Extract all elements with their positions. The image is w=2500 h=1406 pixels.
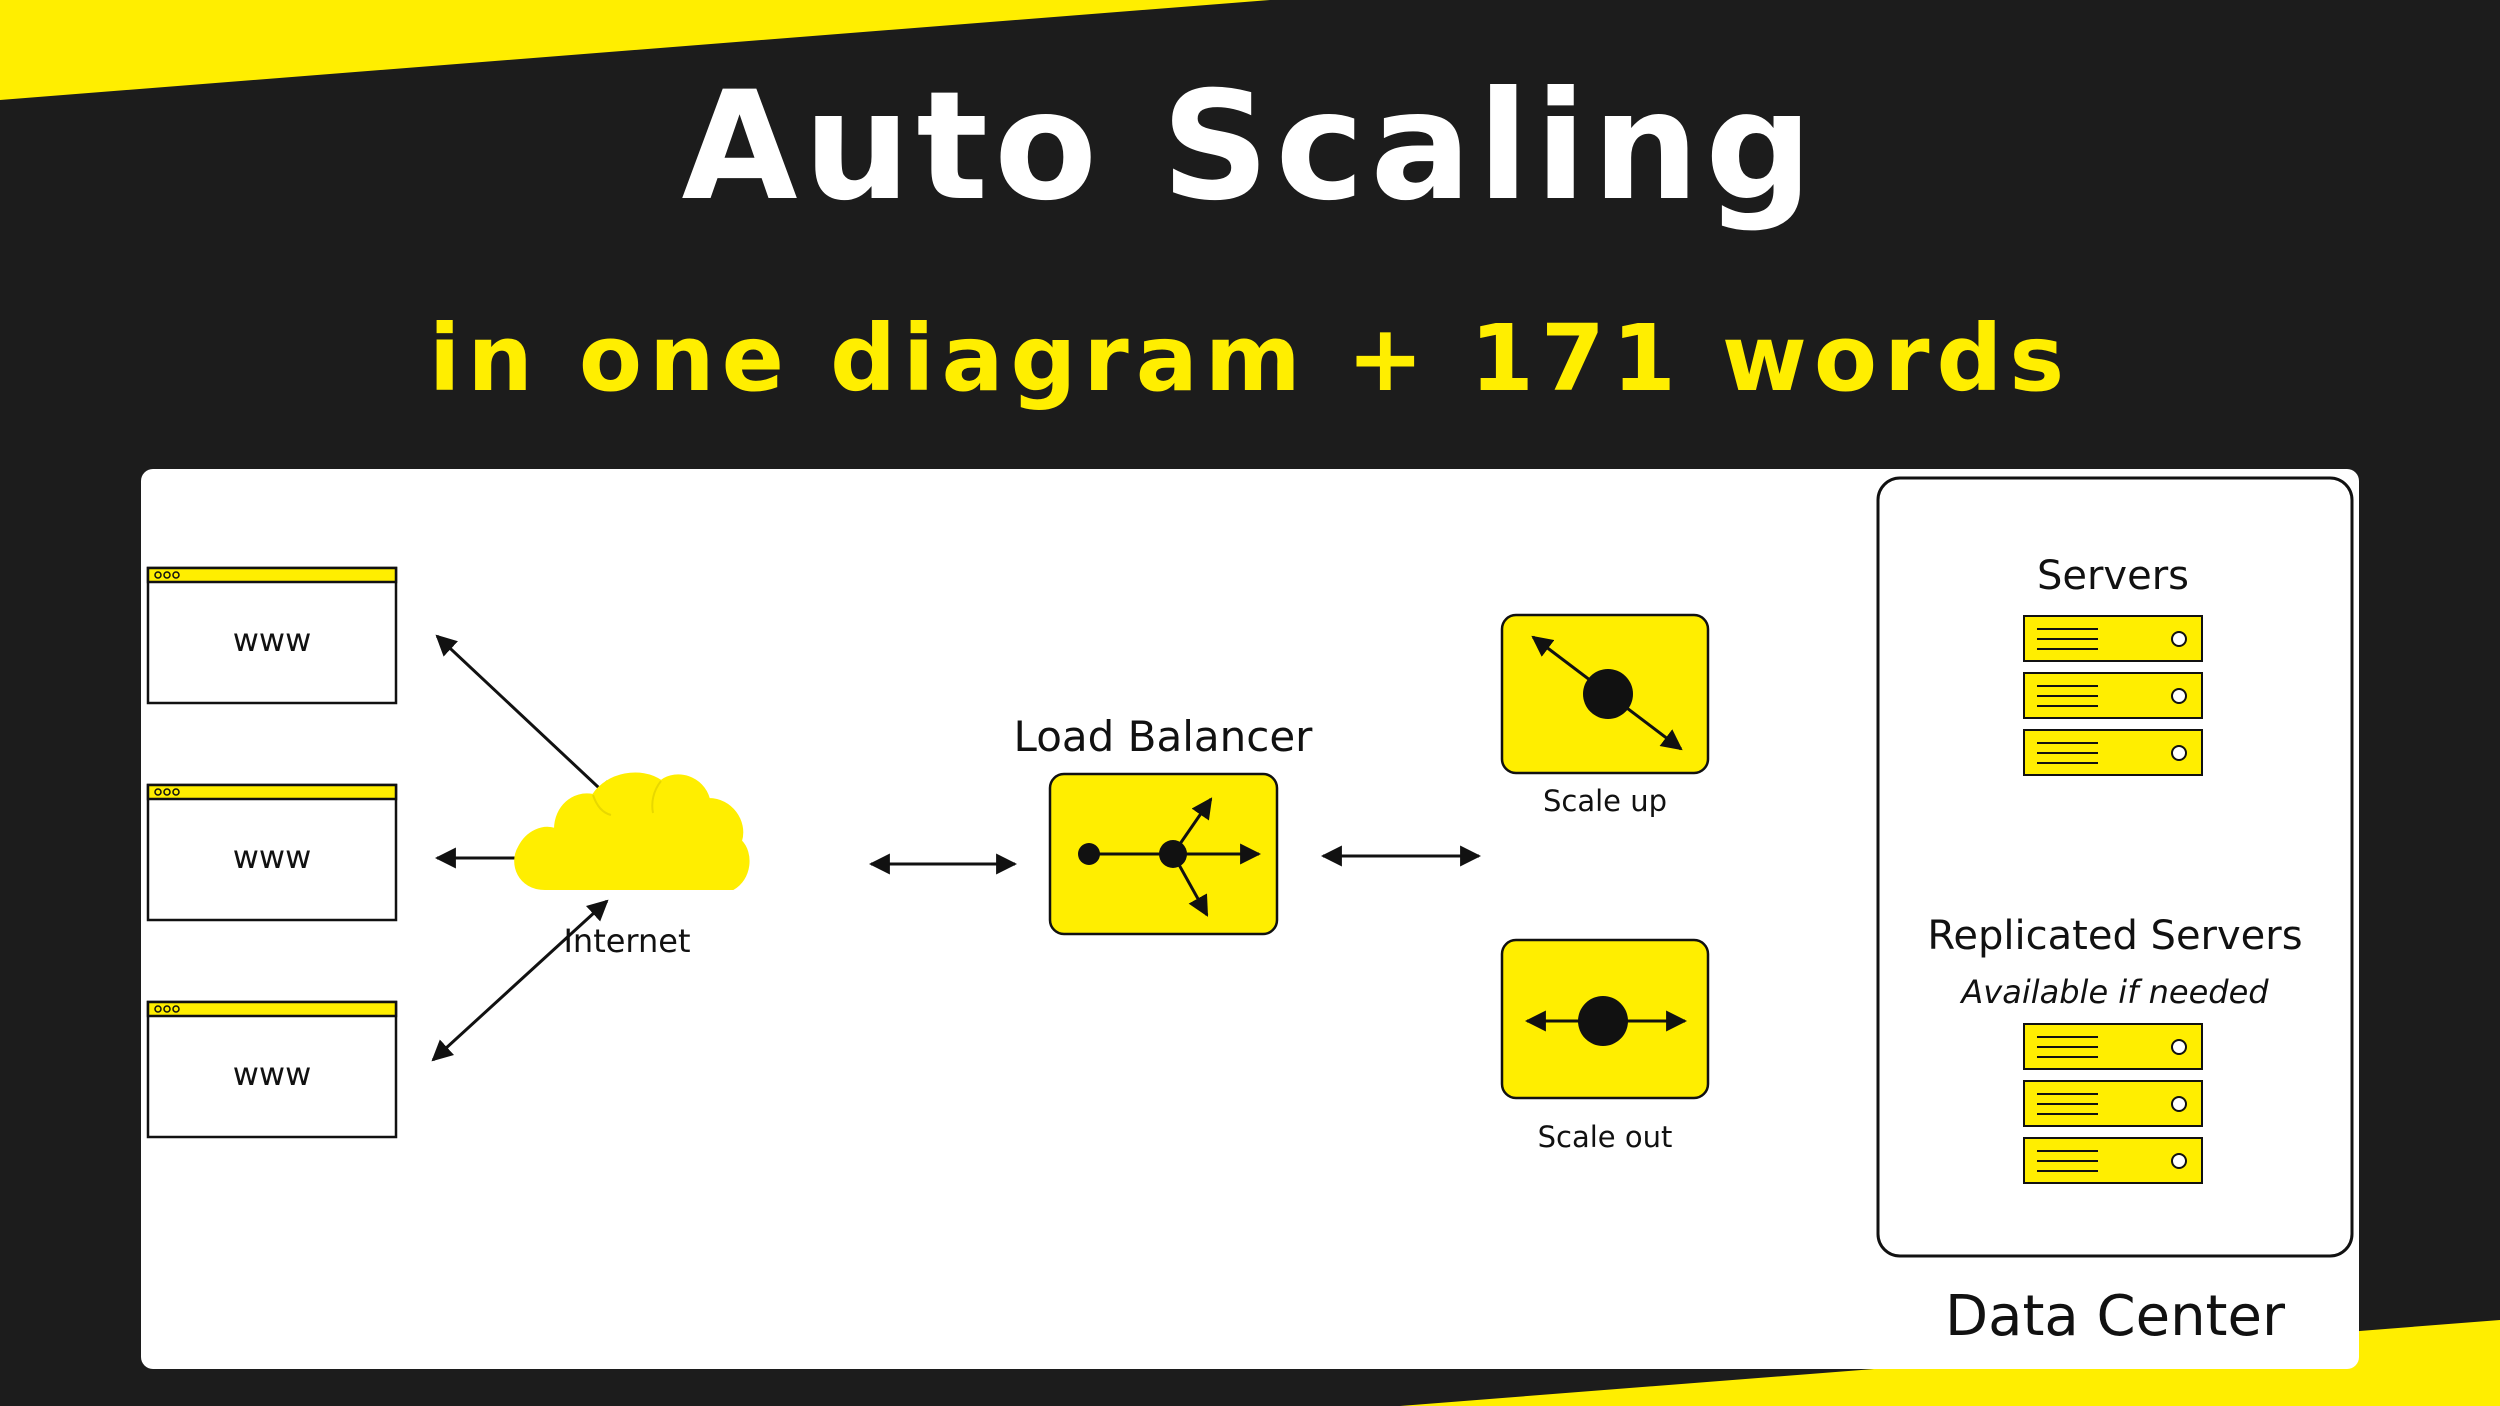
data-center-label: Data Center	[1945, 1284, 2285, 1349]
page-title: Auto Scaling	[681, 60, 1819, 234]
load-balancer-label: Load Balancer	[1013, 712, 1313, 761]
browser-window-2	[146, 783, 398, 922]
server-stack-icon	[2023, 615, 2203, 776]
arrow-browser3-internet	[431, 899, 609, 1062]
diagram-panel: www www www Internet Load Balancer Scale…	[141, 469, 2359, 1369]
data-center-box	[1876, 476, 2354, 1258]
load-balancer-icon	[1048, 772, 1279, 936]
internet-label: Internet	[563, 922, 691, 960]
replicated-servers-note: Available if needed	[1961, 973, 2269, 1011]
servers-label: Servers	[2036, 553, 2189, 599]
diagram-canvas	[146, 476, 2354, 1258]
page-subtitle: in one diagram + 171 words	[428, 305, 2072, 412]
browser-window-1	[146, 566, 398, 705]
browser-window-3	[146, 1000, 398, 1139]
cloud-icon	[514, 772, 750, 890]
scale-out-icon	[1500, 938, 1710, 1100]
browser-label-2: www	[232, 838, 312, 876]
replicated-servers-label: Replicated Servers	[1927, 913, 2303, 959]
scale-up-label: Scale up	[1542, 784, 1668, 818]
browser-label-3: www	[232, 1055, 312, 1093]
arrow-browser1-internet	[435, 634, 615, 803]
replicated-server-stack-icon	[2023, 1023, 2203, 1184]
scale-out-label: Scale out	[1537, 1120, 1673, 1154]
scale-up-icon	[1500, 613, 1710, 775]
browser-label-1: www	[232, 621, 312, 659]
